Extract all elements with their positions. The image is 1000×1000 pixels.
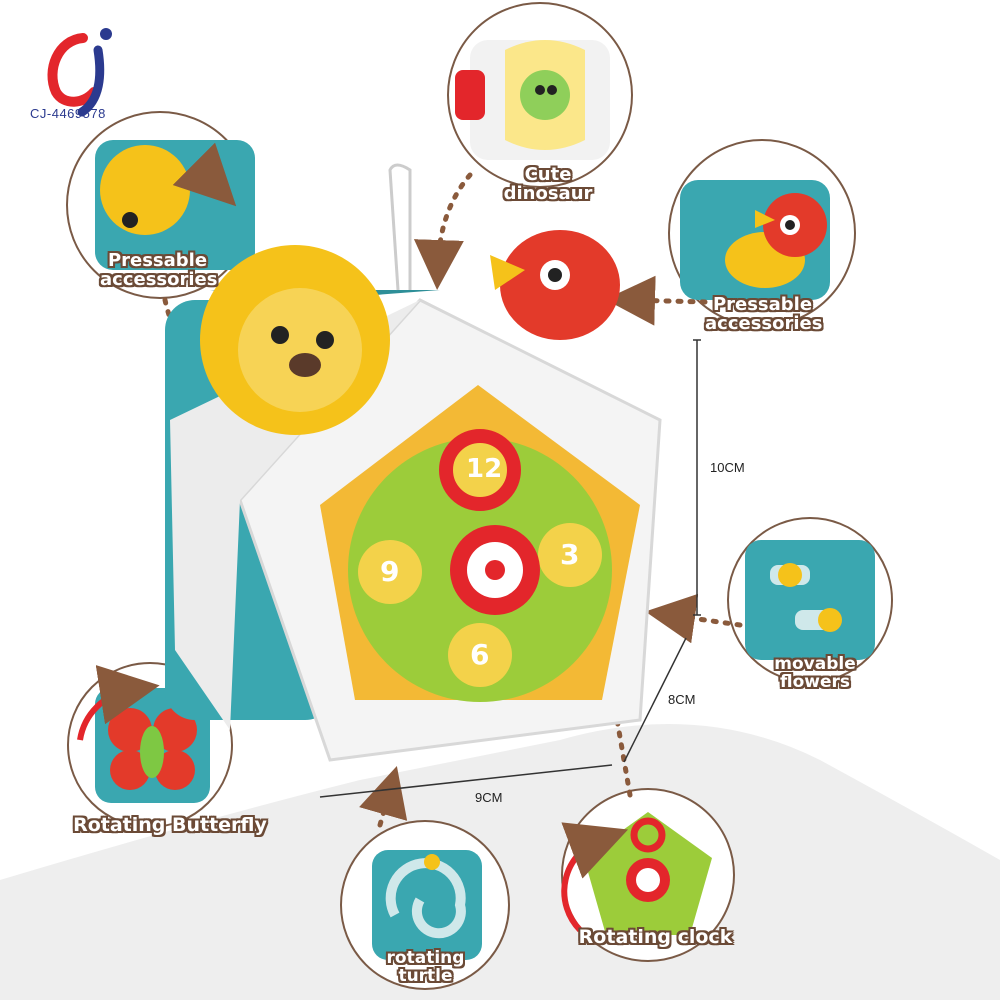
sku-code: CJ-4469578 — [30, 106, 106, 121]
callout-circle-top-left — [66, 111, 255, 299]
label-pressable-accessories-right: Pressable accessories — [705, 294, 823, 334]
label-rotating-butterfly: Rotating Butterfly — [73, 814, 267, 836]
lion-accessory — [200, 245, 390, 435]
dimension-lines — [319, 339, 701, 798]
callout-circle-mid-right — [727, 517, 893, 683]
label-pressable-accessories-left: Pressable accessories — [100, 250, 218, 290]
dimension-width: 9CM — [475, 790, 503, 805]
label-movable-flowers: movable flowers — [774, 654, 856, 692]
clock-number-3: 3 — [560, 538, 580, 571]
pull-string — [388, 163, 412, 291]
label-rotating-clock: Rotating clock — [578, 926, 733, 948]
clock-number-6: 6 — [470, 638, 490, 671]
cj-logo-icon — [47, 28, 112, 117]
callout-circle-top-right — [668, 139, 856, 327]
clock-number-12: 12 — [466, 454, 503, 484]
dimension-height: 10CM — [710, 460, 745, 475]
callout-circle-top-center — [447, 2, 633, 188]
clock-face — [320, 385, 640, 702]
clock-number-9: 9 — [380, 555, 400, 588]
bird-accessory — [490, 230, 620, 340]
callout-circle-bottom-center — [340, 820, 510, 990]
label-cute-dinosaur: Cute dinosaur — [503, 164, 593, 204]
label-rotating-turtle: rotating turtle — [386, 948, 465, 986]
dimension-depth: 8CM — [668, 692, 696, 707]
callout-circle-bottom-right — [561, 788, 735, 962]
